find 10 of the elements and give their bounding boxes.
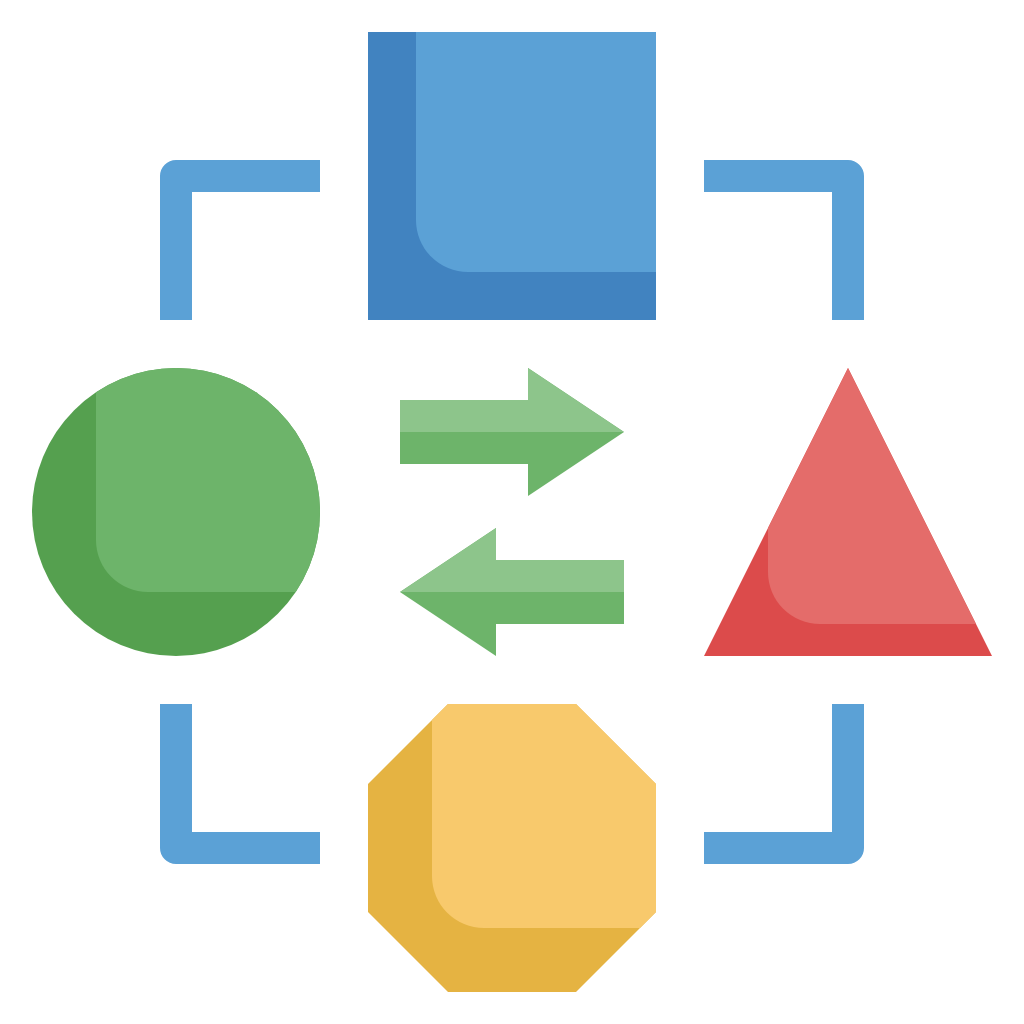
octagon-shape (368, 704, 656, 992)
square-shape (368, 32, 656, 320)
bracket-connector (704, 704, 864, 864)
triangle-shape (704, 368, 992, 656)
bracket-connector (160, 704, 320, 864)
bracket-connector (160, 160, 320, 320)
arrow (400, 368, 624, 496)
circle-shape (32, 368, 320, 656)
bracket-connector (704, 160, 864, 320)
arrow (400, 528, 624, 656)
